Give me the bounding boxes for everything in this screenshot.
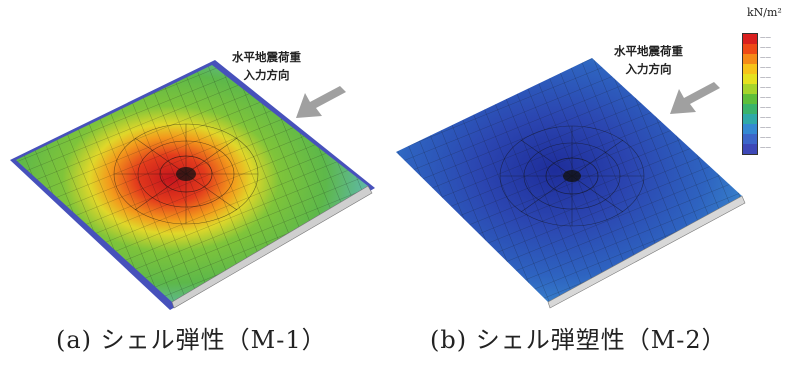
legend-tick: ——	[760, 45, 771, 51]
legend-tick: ——	[760, 135, 771, 141]
legend-band	[743, 93, 757, 104]
plot-a-shell-elastic	[10, 60, 375, 310]
legend-band	[743, 83, 757, 94]
caption-a: (a) シェル弾性（M-1）	[56, 326, 327, 354]
legend-tick: ——	[760, 65, 771, 71]
plate-b-edge	[547, 195, 746, 309]
legend-tick: ——	[760, 85, 771, 91]
arrow-a	[296, 86, 346, 118]
caption-b: (b) シェル弾塑性（M-2）	[430, 326, 727, 354]
load-direction-label-a: 水平地震荷重 入力方向	[232, 48, 301, 84]
legend-band	[743, 123, 757, 134]
load-direction-label-b-line2: 入力方向	[625, 62, 672, 76]
legend-tick: ——	[760, 75, 771, 81]
legend-tick: ——	[760, 95, 771, 101]
color-legend	[742, 33, 758, 155]
load-direction-label-a-line2: 入力方向	[243, 68, 290, 82]
legend-band	[743, 53, 757, 64]
legend-tick: ——	[760, 115, 771, 121]
legend-tick: ——	[760, 125, 771, 131]
legend-unit: kN/m²	[747, 6, 782, 19]
legend-ticks: —— —— —— —— —— —— —— —— —— —— —— ——	[760, 33, 800, 155]
plate-a-mesh	[16, 65, 368, 302]
legend-band	[743, 34, 757, 44]
legend-band	[743, 43, 757, 54]
plate-a-edge	[171, 185, 373, 309]
legend-tick: ——	[760, 145, 771, 151]
plot-b-shell-elastoplastic	[396, 58, 746, 309]
legend-band	[743, 63, 757, 74]
legend-band	[743, 113, 757, 124]
arrow-b	[670, 82, 720, 114]
legend-band	[743, 133, 757, 144]
load-direction-label-a-line1: 水平地震荷重	[232, 50, 301, 64]
legend-band	[743, 73, 757, 84]
legend-tick: ——	[760, 55, 771, 61]
legend-band	[743, 143, 757, 154]
legend-tick: ——	[760, 35, 771, 41]
legend-tick: ——	[760, 105, 771, 111]
legend-band	[743, 103, 757, 114]
load-direction-label-b: 水平地震荷重 入力方向	[614, 42, 683, 78]
load-direction-label-b-line1: 水平地震荷重	[614, 44, 683, 58]
